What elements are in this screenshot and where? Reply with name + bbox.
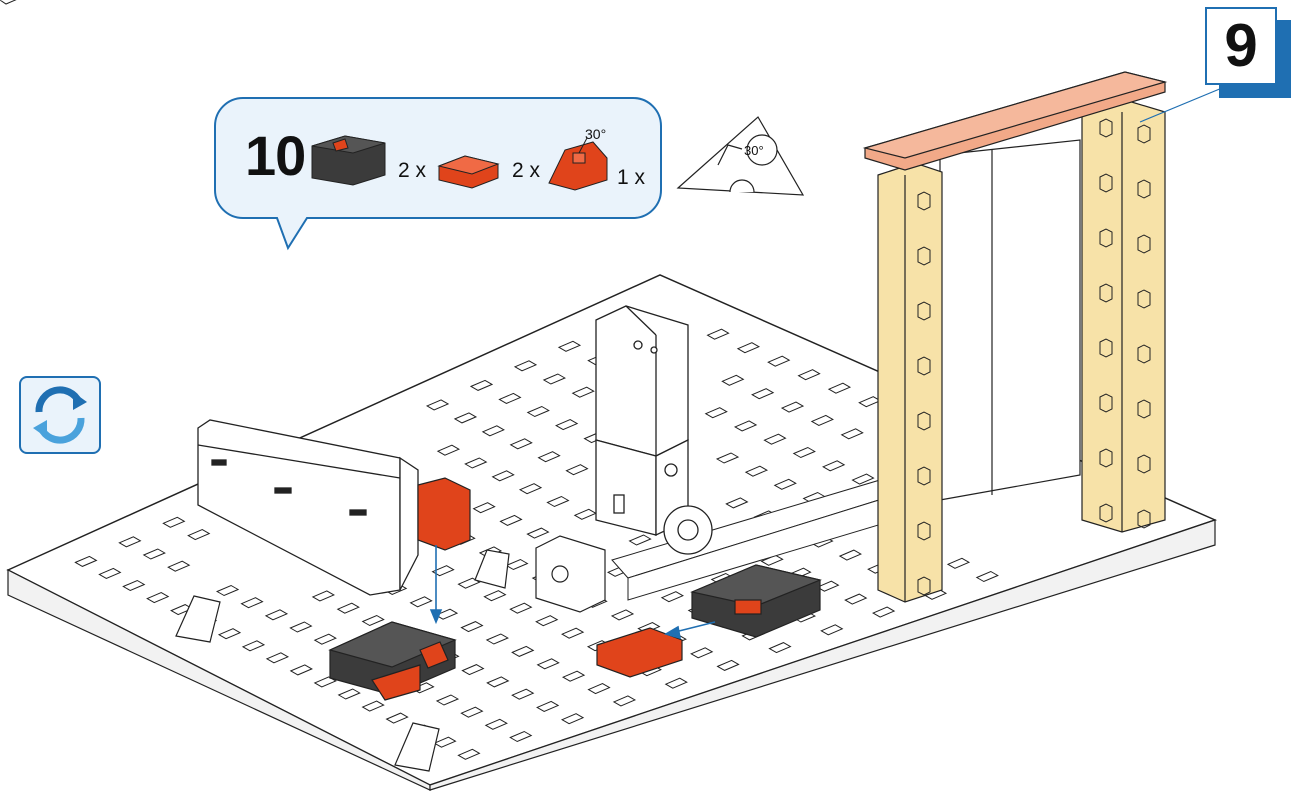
step-number-box: 9 [1205, 7, 1277, 85]
part-qty-switch: 2 x [398, 160, 426, 181]
angle-template [678, 117, 803, 195]
part-qty-block: 2 x [512, 160, 540, 181]
mounting-block [536, 536, 605, 612]
angle-template-label: 30° [744, 143, 764, 158]
rotate-arrows-icon [27, 384, 93, 446]
mini-switch-icon [312, 136, 385, 185]
next-step-number: 10 [245, 128, 305, 184]
parts-callout: 10 2 x 2 x 1 x 30° [215, 98, 661, 218]
step-number: 9 [1224, 16, 1257, 76]
angle-block-label: 30° [585, 126, 606, 142]
gear-tower [596, 306, 688, 535]
gear [664, 506, 712, 554]
rotate-model-icon[interactable] [19, 376, 101, 454]
part-qty-angle-block: 1 x [617, 167, 645, 188]
